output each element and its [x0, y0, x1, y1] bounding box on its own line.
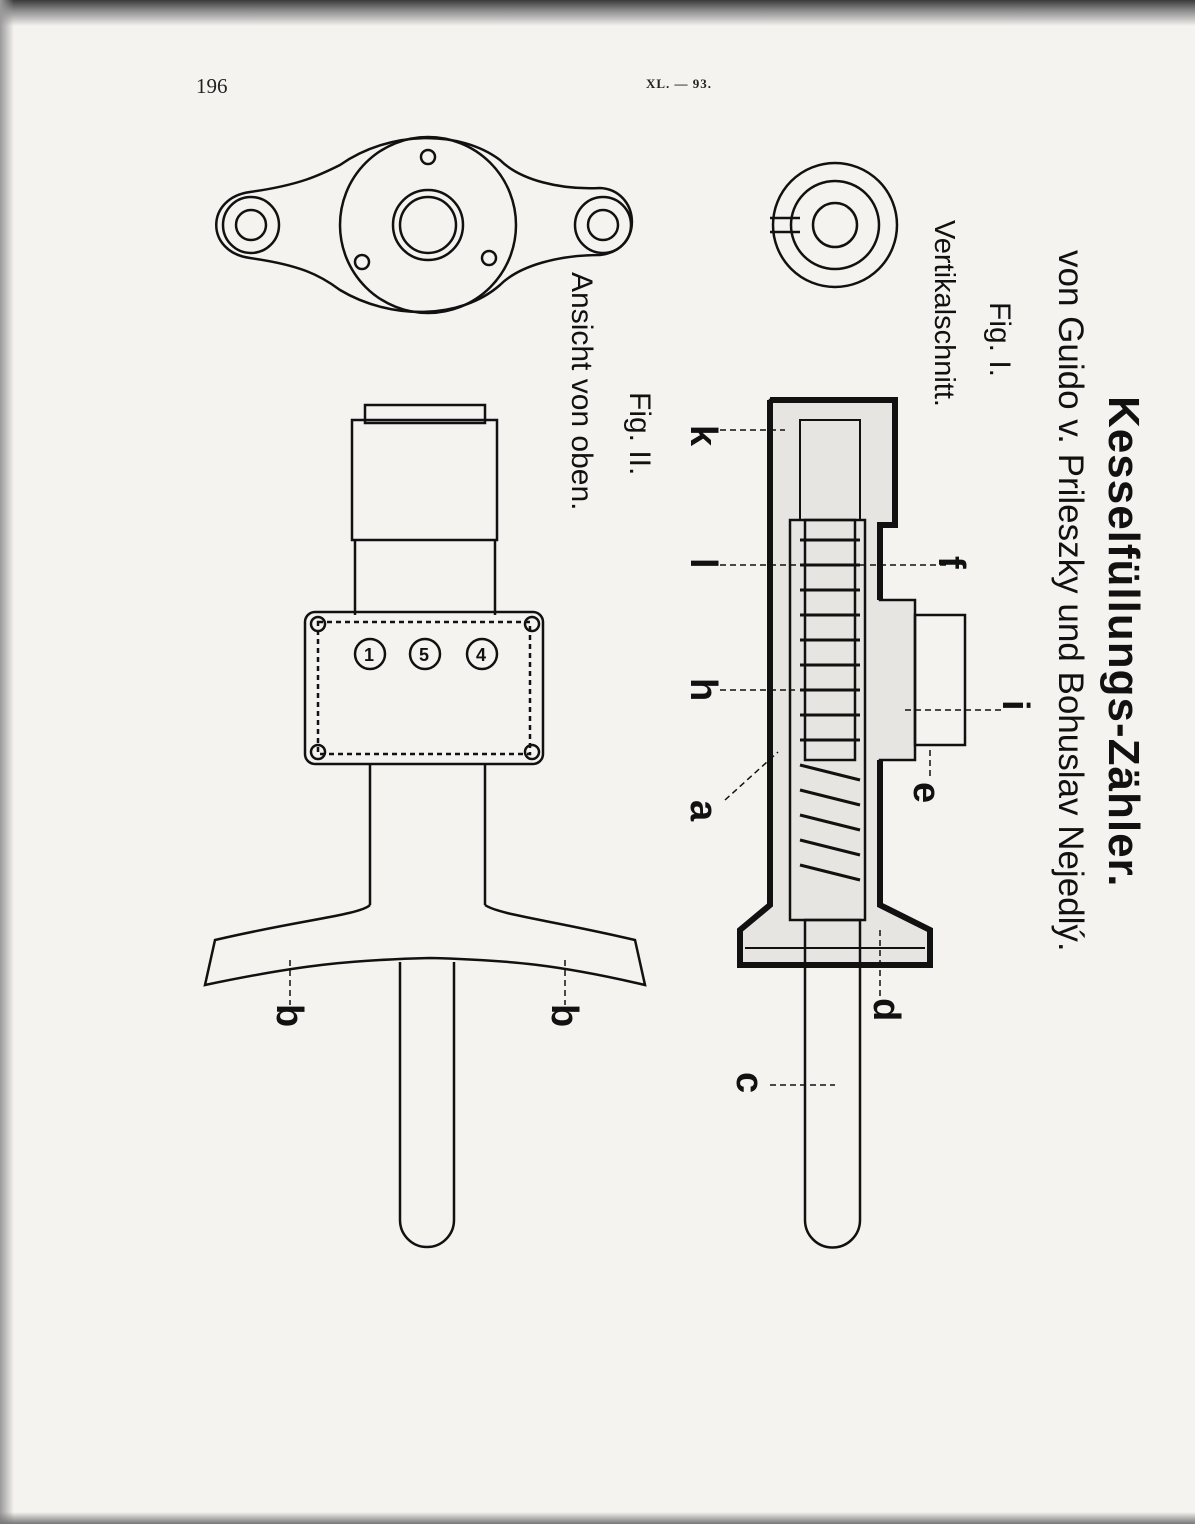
fig2-label: Fig. II.	[623, 392, 656, 476]
counter-digit-1-circle	[353, 637, 387, 671]
document-authors: von Guido v. Prileszky und Bohuslav Neje…	[1051, 250, 1090, 952]
document-title: Kesselfüllungs-Zähler.	[1099, 396, 1148, 888]
counter-digit-3-circle	[465, 637, 499, 671]
fig1-label: Fig. I.	[983, 302, 1016, 378]
fig2-side-view	[203, 403, 647, 1249]
fig1-caption: Vertikalschnitt.	[928, 220, 960, 407]
ring-top-view	[770, 161, 899, 289]
counter-digit-1: 1	[364, 645, 374, 665]
fig1-vertical-section	[737, 397, 967, 1249]
part-label-e: e	[905, 782, 947, 804]
counter-digit-2: 5	[419, 645, 429, 665]
part-label-a: a	[682, 800, 724, 822]
part-label-b-right: b	[543, 1004, 585, 1028]
scan-shadow-bottom	[0, 1512, 1195, 1524]
scan-shadow-top	[0, 0, 1195, 26]
counter-digit-2-circle	[408, 637, 442, 671]
part-label-k: k	[682, 425, 724, 447]
flange-top-view	[215, 135, 634, 315]
page-number: 196	[196, 74, 228, 98]
scan-shadow-left	[0, 0, 14, 1524]
part-label-i: i	[994, 700, 1036, 711]
fig2-caption: Ansicht von oben.	[565, 272, 598, 511]
part-label-d: d	[865, 998, 907, 1022]
part-label-l: l	[682, 558, 724, 569]
part-label-b-left: b	[268, 1004, 310, 1028]
header-reference: XL. — 93.	[646, 76, 713, 91]
leader-lines	[289, 429, 1005, 1086]
counter-digit-3: 4	[476, 645, 486, 665]
part-label-f: f	[930, 556, 972, 569]
part-label-h: h	[682, 678, 724, 702]
part-label-c: c	[728, 1072, 770, 1094]
counter-digits: 1 5 4	[353, 637, 499, 671]
